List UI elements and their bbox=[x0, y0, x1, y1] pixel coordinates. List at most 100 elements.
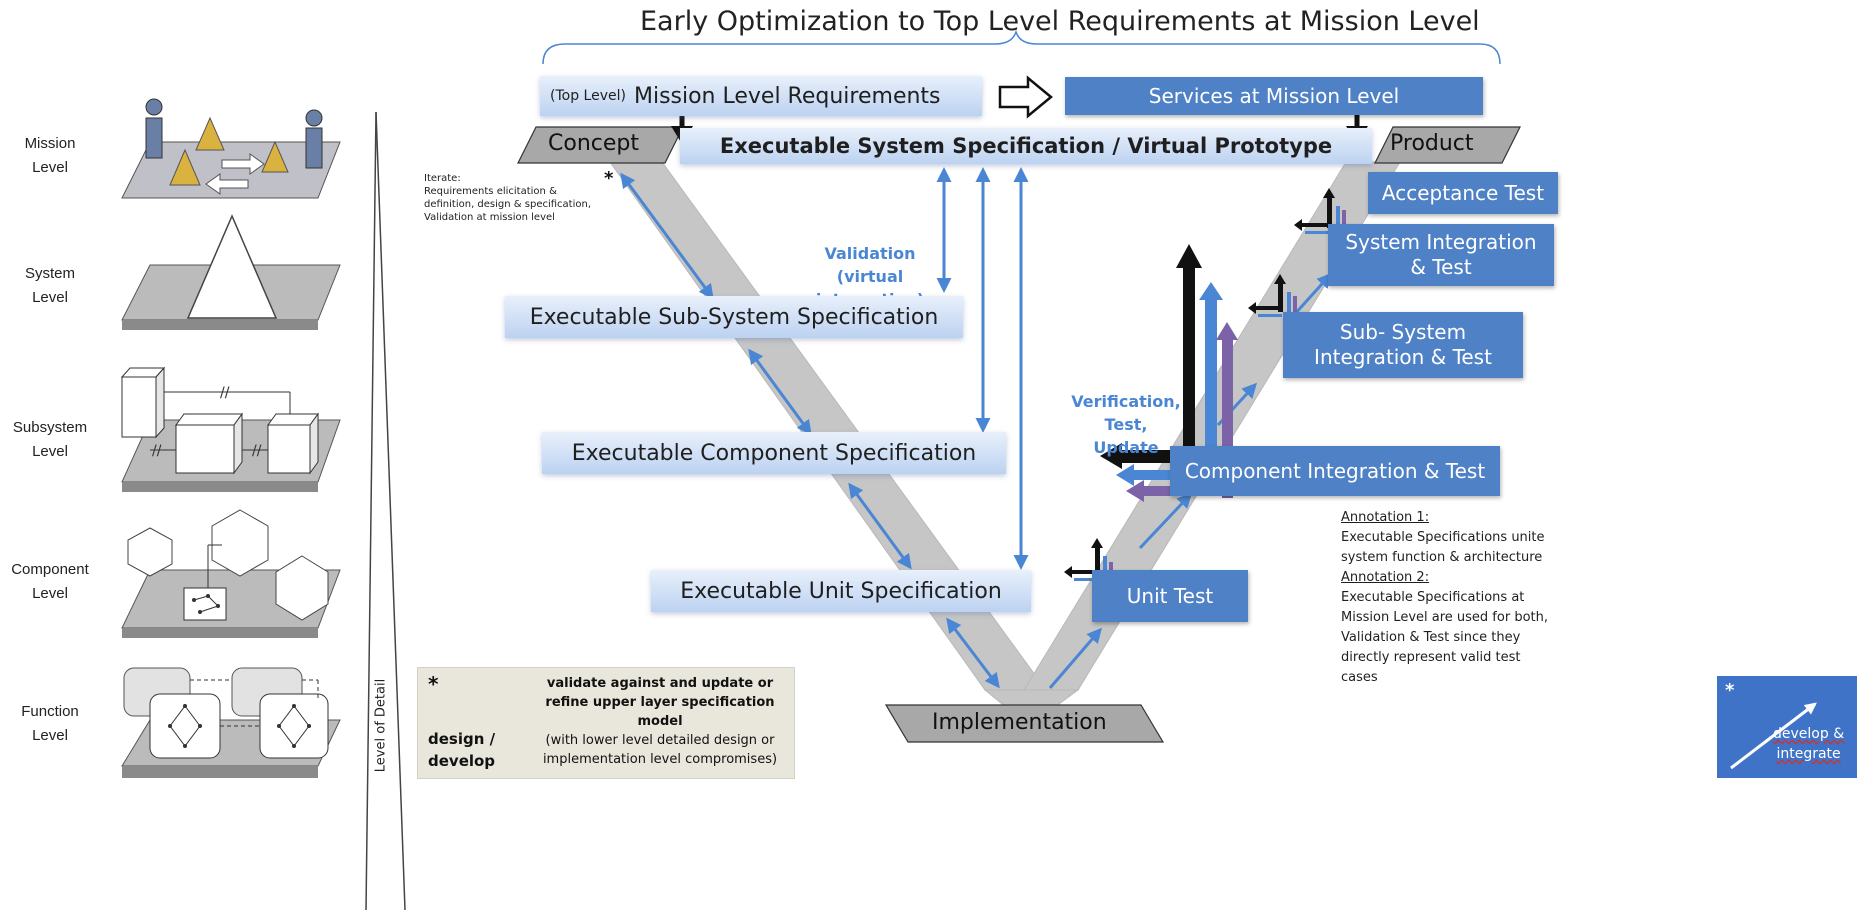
mission-level-requirements-box: (Top Level) Mission Level Requirements bbox=[540, 76, 982, 116]
component-level-label: Component Level bbox=[0, 558, 100, 606]
top-level-prefix: (Top Level) bbox=[550, 88, 626, 104]
executable-component-specification-label: Executable Component Specification bbox=[571, 440, 977, 466]
implementation-parallelogram bbox=[884, 704, 1165, 743]
annotations-block: Annotation 1: Executable Specifications … bbox=[1341, 508, 1556, 688]
page-title: Early Optimization to Top Level Requirem… bbox=[640, 6, 1480, 37]
verification-feedback-arrows bbox=[1100, 244, 1238, 502]
legend-bold-line: validate against and update or bbox=[546, 676, 774, 691]
annotation2-line: directly represent valid test cases bbox=[1341, 650, 1521, 685]
legend-design-line1: design / bbox=[428, 730, 496, 748]
subsystem-level-label: Subsystem Level bbox=[0, 416, 100, 464]
left-arm-iterate-arrows bbox=[620, 172, 1000, 689]
executable-unit-specification-label: Executable Unit Specification bbox=[680, 578, 1002, 604]
annotation2-line: Validation & Test since they bbox=[1341, 630, 1521, 645]
level-label-line2: Level bbox=[32, 289, 68, 306]
legend-normal-line: (with lower level detailed design or bbox=[545, 733, 775, 748]
product-label: Product bbox=[1390, 131, 1474, 156]
subsystem-level-illustration: // // // bbox=[120, 366, 341, 492]
system-integration-line2: & Test bbox=[1410, 255, 1472, 279]
services-at-mission-level-box: Services at Mission Level bbox=[1065, 77, 1483, 115]
mission-level-requirements-label: Mission Level Requirements bbox=[633, 83, 941, 109]
executable-subsystem-specification-label: Executable Sub-System Specification bbox=[529, 304, 939, 330]
legend-normal-line: implementation level compromises) bbox=[542, 752, 778, 767]
level-label-line1: Mission bbox=[24, 135, 76, 152]
system-level-illustration bbox=[121, 214, 341, 330]
level-of-detail-wedge bbox=[365, 111, 406, 911]
system-integration-test-box: System Integration & Test bbox=[1328, 224, 1554, 286]
executable-component-specification-box: Executable Component Specification bbox=[542, 432, 1006, 474]
executable-system-specification-box: Executable System Specification / Virtua… bbox=[680, 128, 1372, 164]
function-level-label: Function Level bbox=[0, 700, 100, 748]
verification-line1: Verification, bbox=[1071, 392, 1181, 411]
mission-level-label: Mission Level bbox=[0, 132, 100, 180]
product-parallelogram bbox=[1374, 126, 1521, 164]
legend-box: * design / develop validate against and … bbox=[417, 667, 795, 779]
subsystem-integration-line1: Sub- System bbox=[1339, 320, 1467, 344]
component-integration-test-label: Component Integration & Test bbox=[1184, 458, 1486, 483]
acceptance-test-label: Acceptance Test bbox=[1381, 180, 1545, 205]
concept-parallelogram bbox=[517, 126, 684, 164]
annotation2-line: Executable Specifications at bbox=[1341, 590, 1525, 605]
iterate-note-line: definition, design & specification, bbox=[424, 199, 592, 210]
annotation2-title-text: Annotation 2: bbox=[1341, 570, 1430, 585]
requirements-to-services-arrow bbox=[998, 75, 1053, 119]
level-label-line1: Function bbox=[21, 703, 79, 720]
system-level-label: System Level bbox=[0, 262, 100, 310]
small-arrow-cluster-subsystem bbox=[1248, 274, 1297, 317]
iterate-note-line: Validation at mission level bbox=[424, 212, 555, 223]
component-level-illustration bbox=[121, 509, 341, 638]
iterate-note-title: Iterate: bbox=[424, 173, 461, 184]
subsystem-integration-line2: Integration & Test bbox=[1314, 345, 1492, 369]
system-integration-line1: System Integration bbox=[1345, 230, 1537, 254]
develop-legend-line2: integrate bbox=[1776, 746, 1841, 762]
legend-description: validate against and update or refine up… bbox=[530, 674, 790, 769]
annotation2-title: Annotation 2: bbox=[1341, 568, 1556, 588]
level-label-line2: Level bbox=[32, 159, 68, 176]
executable-system-specification-label: Executable System Specification / Virtua… bbox=[719, 134, 1333, 158]
develop-legend-line1: develop & bbox=[1773, 726, 1845, 742]
legend-design-line2: develop bbox=[428, 752, 496, 770]
annotation1-title-text: Annotation 1: bbox=[1341, 510, 1430, 525]
validation-line1: Validation bbox=[824, 244, 916, 263]
level-of-detail-label: Level of Detail bbox=[373, 678, 389, 773]
legend-bold-line: model bbox=[637, 714, 683, 729]
iterate-asterisk: * bbox=[604, 168, 614, 189]
small-arrow-cluster-system bbox=[1294, 188, 1346, 234]
legend-asterisk: * bbox=[428, 672, 439, 696]
annotation1-line: Executable Specifications unite bbox=[1341, 530, 1545, 545]
verification-line2: Test, Update bbox=[1093, 415, 1159, 457]
annotation2-line: Mission Level are used for both, bbox=[1341, 610, 1548, 625]
function-level-illustration bbox=[121, 667, 341, 778]
unit-test-label: Unit Test bbox=[1126, 583, 1214, 608]
level-label-line2: Level bbox=[32, 585, 68, 602]
svg-text://: // bbox=[252, 443, 262, 459]
annotation1-title: Annotation 1: bbox=[1341, 508, 1556, 528]
verification-note: Verification, Test, Update bbox=[1070, 390, 1182, 459]
annotation1-line: system function & architecture bbox=[1341, 550, 1543, 565]
develop-legend-arrow bbox=[1730, 702, 1817, 770]
level-label-line2: Level bbox=[32, 727, 68, 744]
executable-subsystem-specification-box: Executable Sub-System Specification bbox=[505, 296, 963, 338]
component-integration-test-box: Component Integration & Test bbox=[1170, 446, 1500, 496]
level-label-line1: Component bbox=[11, 561, 89, 578]
develop-legend-text: develop & integrate bbox=[1773, 724, 1844, 764]
unit-test-box: Unit Test bbox=[1092, 570, 1248, 622]
level-label-line1: System bbox=[24, 265, 75, 282]
title-brace bbox=[542, 29, 1501, 65]
mission-level-illustration bbox=[121, 98, 341, 199]
level-label-line1: Subsystem bbox=[12, 419, 88, 436]
executable-unit-specification-box: Executable Unit Specification bbox=[651, 570, 1031, 612]
services-label: Services at Mission Level bbox=[1148, 83, 1400, 108]
subsystem-integration-test-box: Sub- System Integration & Test bbox=[1283, 312, 1523, 378]
iterate-note-line: Requirements elicitation & bbox=[424, 186, 557, 197]
svg-text://: // bbox=[220, 385, 230, 401]
small-arrow-cluster-unit bbox=[1064, 538, 1113, 581]
iterate-note: Iterate: Requirements elicitation & defi… bbox=[424, 172, 624, 224]
level-label-line2: Level bbox=[32, 443, 68, 460]
legend-design-develop: design / develop bbox=[428, 728, 495, 772]
develop-legend-asterisk: * bbox=[1725, 680, 1735, 701]
acceptance-test-box: Acceptance Test bbox=[1368, 172, 1558, 214]
svg-text://: // bbox=[152, 443, 162, 459]
develop-integrate-legend: * develop & integrate bbox=[1717, 676, 1857, 778]
